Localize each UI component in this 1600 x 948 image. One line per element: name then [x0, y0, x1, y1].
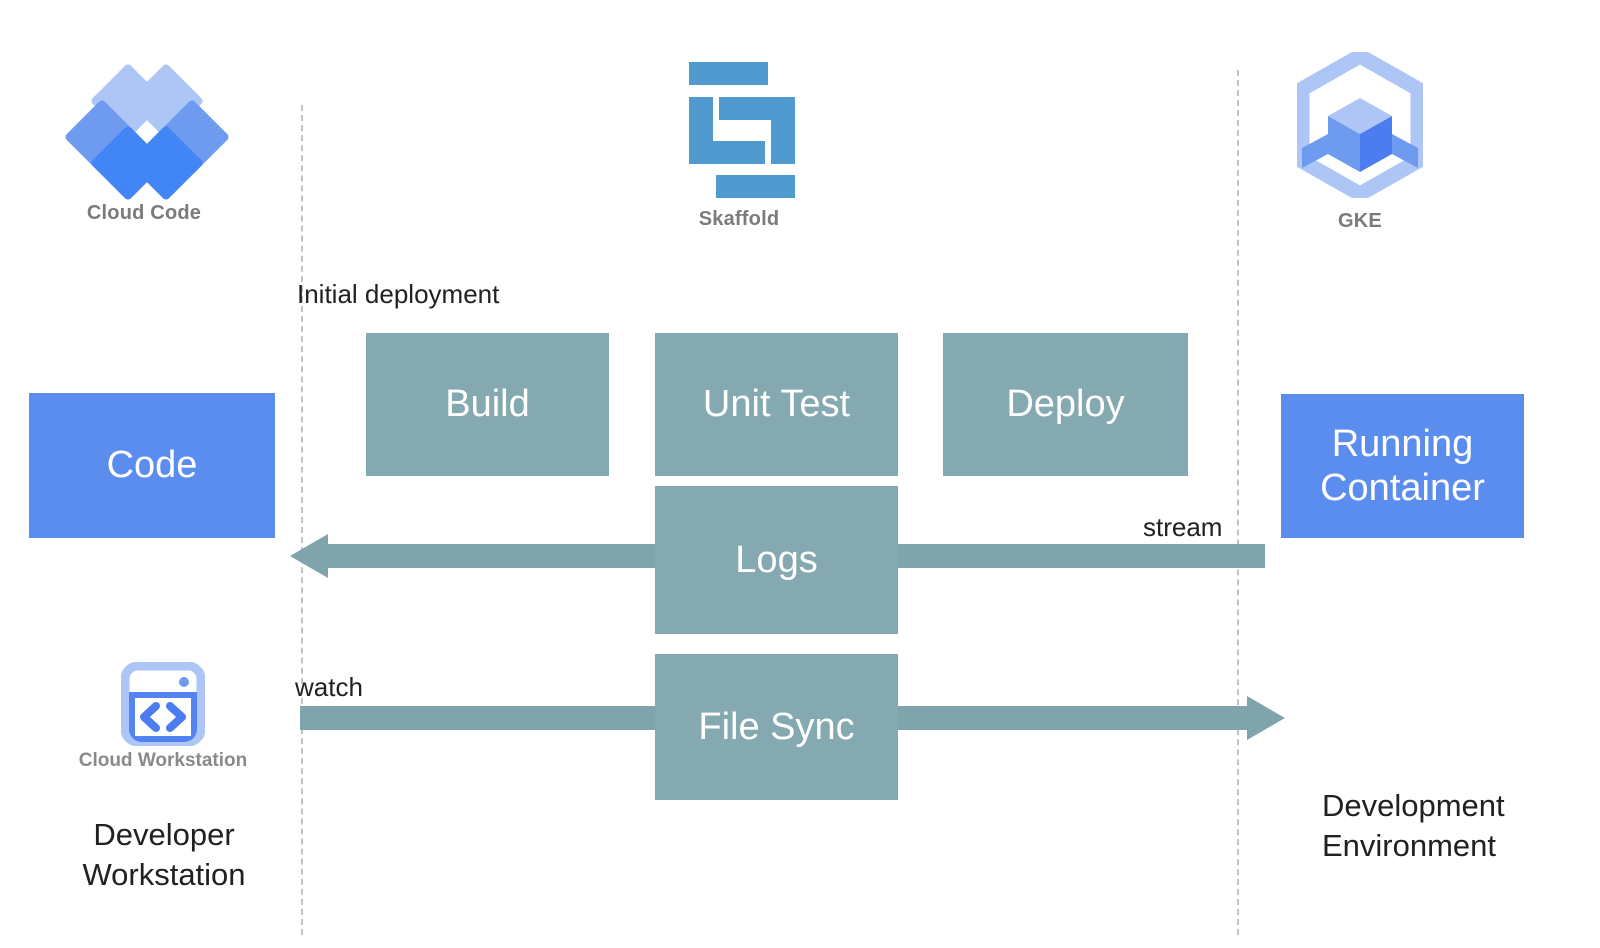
skaffold-logo-icon [683, 62, 795, 198]
logo-caption-gke: GKE [1338, 210, 1382, 232]
label-developer-workstation: Developer Workstation [82, 817, 246, 892]
logo-caption-cloud-code: Cloud Code [86, 202, 202, 224]
box-file-sync[interactable]: File Sync [655, 654, 898, 800]
box-unit-test[interactable]: Unit Test [655, 333, 898, 476]
logo-cloud-code: Cloud Code [44, 62, 244, 225]
box-unit-test-label: Unit Test [702, 383, 851, 425]
label-stream: stream [1143, 512, 1223, 542]
caption-cloud-workstation: Cloud Workstation [78, 750, 248, 771]
box-running-container[interactable]: Running Container [1281, 394, 1524, 538]
box-deploy-label: Deploy [1006, 383, 1125, 425]
logo-cloud-workstation: Cloud Workstation [58, 661, 268, 772]
box-logs[interactable]: Logs [655, 486, 898, 634]
skaffold-bar-top [689, 62, 768, 85]
logo-gke: GKE [1260, 48, 1460, 233]
logo-skaffold: Skaffold [639, 62, 839, 231]
cloud-workstation-code-window-icon [120, 661, 206, 747]
boundary-line-right [1237, 70, 1239, 935]
skaffold-bar-bottom [716, 175, 795, 198]
label-development-environment: Development Environment [1322, 788, 1505, 863]
skaffold-bar-right [771, 97, 795, 164]
box-logs-label: Logs [735, 538, 818, 581]
box-build-label: Build [445, 383, 530, 425]
box-running-container-label: Running Container [1320, 422, 1485, 509]
skaffold-bar-midlow [689, 141, 765, 164]
label-initial-deployment: Initial deployment [297, 279, 500, 309]
logo-caption-skaffold: Skaffold [698, 208, 780, 230]
box-code[interactable]: Code [29, 393, 275, 538]
box-file-sync-label: File Sync [698, 705, 855, 748]
cloud-code-diamonds-icon [63, 62, 231, 202]
box-code-label: Code [106, 444, 198, 487]
boundary-line-left [301, 105, 303, 935]
box-build[interactable]: Build [366, 333, 609, 476]
label-watch: watch [295, 672, 363, 702]
gke-hexagon-cube-icon [1294, 48, 1426, 202]
box-deploy[interactable]: Deploy [943, 333, 1188, 476]
